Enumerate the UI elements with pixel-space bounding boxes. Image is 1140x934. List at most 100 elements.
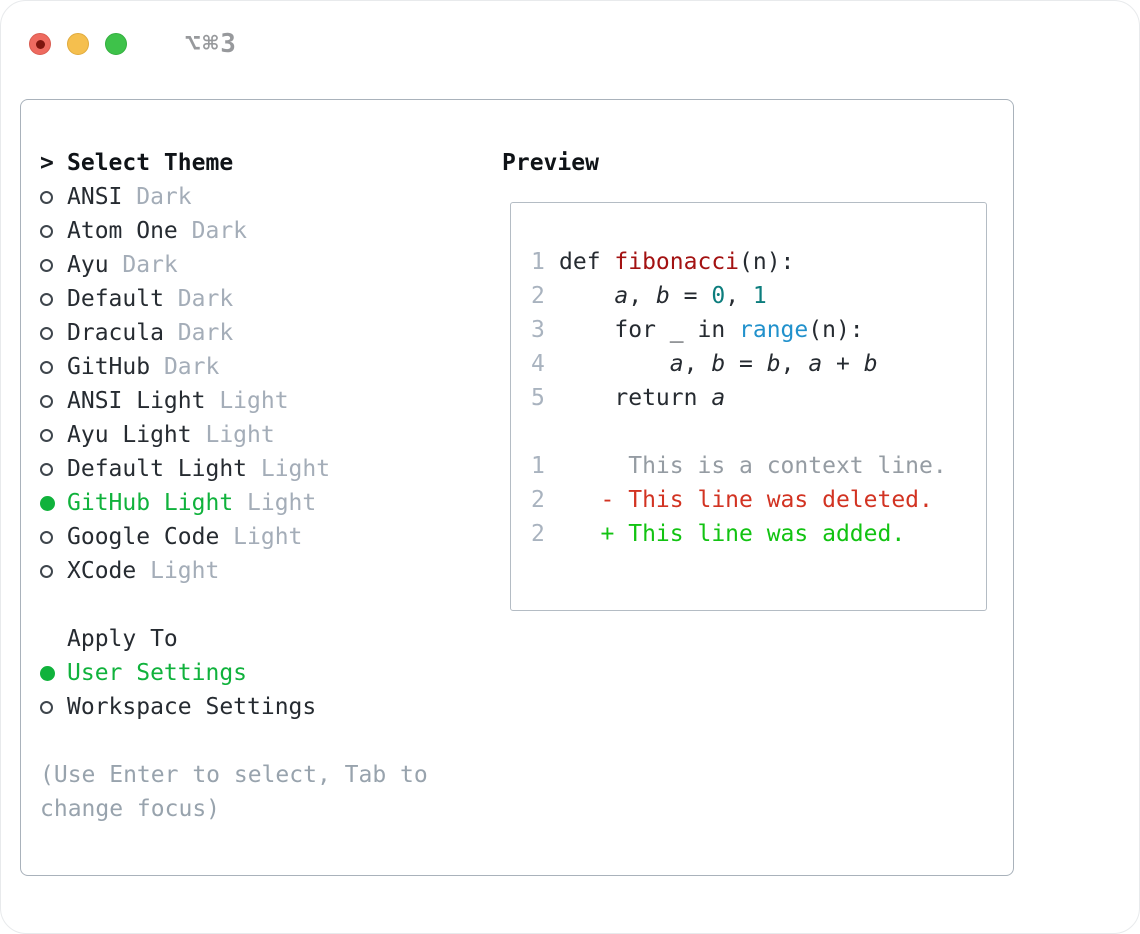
code-text: a, b = b, a + b: [669, 351, 878, 377]
radio-selected-icon: [40, 495, 67, 511]
titlebar: ⌥⌘3: [1, 1, 1139, 61]
select-theme-header: > Select Theme: [40, 146, 485, 180]
theme-option-label: XCode: [67, 558, 137, 584]
theme-option-label: Atom One: [67, 218, 178, 244]
code-text: a, b = 0, 1: [614, 283, 767, 309]
apply-to-header: Apply To: [40, 622, 485, 656]
hollow-circle-icon: [40, 292, 53, 306]
apply-option-label: Workspace Settings: [67, 694, 317, 720]
theme-option-label: ANSI Light: [67, 388, 206, 414]
theme-option-google-code-light[interactable]: Google Code Light: [40, 520, 485, 554]
code-text: for _ in range(n):: [559, 317, 864, 343]
theme-option-label: Ayu Light: [67, 422, 192, 448]
theme-variant-label: Dark: [136, 184, 192, 210]
theme-variant-label: Dark: [122, 252, 178, 278]
diff-text: - This line was deleted.: [559, 487, 933, 513]
theme-variant-label: Dark: [163, 354, 220, 380]
prompt-icon: >: [40, 150, 54, 176]
theme-option-label: Default: [67, 286, 164, 312]
line-number: 2: [531, 487, 545, 513]
theme-option-atom-one-dark[interactable]: Atom One Dark: [40, 214, 485, 248]
diff-text: This is a context line.: [559, 453, 947, 479]
preview-title: Preview: [502, 150, 599, 176]
code-line: 5 return a: [531, 381, 986, 415]
hollow-circle-icon: [40, 360, 53, 374]
radio-icon: [40, 258, 67, 272]
theme-option-label: Google Code: [67, 524, 220, 550]
theme-variant-label: Light: [260, 456, 331, 482]
theme-option-ansi-dark[interactable]: ANSI Dark: [40, 180, 485, 214]
code-line: 4 a, b = b, a + b: [531, 347, 986, 381]
theme-variant-label: Light: [205, 422, 275, 448]
apply-option-workspace-settings[interactable]: Workspace Settings: [40, 690, 485, 724]
radio-icon: [40, 190, 67, 204]
line-number: 1: [531, 453, 545, 479]
line-number: 5: [531, 385, 545, 411]
hollow-circle-icon: [40, 700, 53, 714]
theme-option-ansi-light-light[interactable]: ANSI Light Light: [40, 384, 485, 418]
code-line: 2 a, b = 0, 1: [531, 279, 986, 313]
radio-icon: [40, 394, 67, 408]
keyboard-hint: (Use Enter to select, Tab to change focu…: [40, 762, 428, 822]
radio-selected-icon: [40, 665, 67, 681]
line-number: 4: [531, 351, 545, 377]
radio-icon: [40, 292, 67, 306]
minimize-button[interactable]: [67, 33, 89, 55]
theme-variant-label: Dark: [177, 320, 234, 346]
theme-option-label: Default Light: [67, 456, 248, 482]
diff-text: + This line was added.: [559, 521, 906, 547]
theme-option-default-dark[interactable]: Default Dark: [40, 282, 485, 316]
filled-circle-icon: [40, 495, 55, 511]
line-number: 1: [531, 249, 545, 275]
diff-line-context: 1 This is a context line.: [531, 449, 986, 483]
radio-icon: [40, 428, 67, 442]
theme-option-label: ANSI: [67, 184, 123, 210]
hollow-circle-icon: [40, 564, 53, 578]
theme-option-ayu-light-light[interactable]: Ayu Light Light: [40, 418, 485, 452]
theme-option-ayu-dark[interactable]: Ayu Dark: [40, 248, 485, 282]
close-button-dot: [35, 39, 45, 49]
radio-icon: [40, 224, 67, 238]
zoom-button[interactable]: [105, 33, 127, 55]
theme-variant-label: Light: [233, 524, 303, 550]
theme-option-label: Ayu: [67, 252, 109, 278]
theme-variant-label: Dark: [191, 218, 248, 244]
theme-variant-label: Light: [219, 388, 289, 414]
line-number: 2: [531, 521, 545, 547]
apply-to-title: Apply To: [67, 626, 178, 652]
apply-option-label: User Settings: [67, 660, 248, 686]
hollow-circle-icon: [40, 530, 53, 544]
window-title: ⌥⌘3: [185, 29, 238, 59]
apply-option-user-settings[interactable]: User Settings: [40, 656, 485, 690]
hollow-circle-icon: [40, 190, 53, 204]
diff-line-added: 2 + This line was added.: [531, 517, 986, 551]
code-line: 1 def fibonacci(n):: [531, 245, 986, 279]
radio-icon: [40, 564, 67, 578]
code-line: 3 for _ in range(n):: [531, 313, 986, 347]
select-theme-title: Select Theme: [67, 150, 234, 176]
theme-option-xcode-light[interactable]: XCode Light: [40, 554, 485, 588]
blank-line: [531, 415, 986, 449]
theme-option-default-light-light[interactable]: Default Light Light: [40, 452, 485, 486]
hollow-circle-icon: [40, 258, 53, 272]
close-button[interactable]: [29, 33, 51, 55]
filled-circle-icon: [40, 665, 55, 681]
hollow-circle-icon: [40, 394, 53, 408]
diff-line-deleted: 2 - This line was deleted.: [531, 483, 986, 517]
code-text: return a: [559, 385, 726, 411]
code-text: def fibonacci(n):: [559, 249, 795, 275]
theme-variant-label: Light: [247, 490, 317, 516]
hollow-circle-icon: [40, 462, 53, 476]
theme-option-dracula-dark[interactable]: Dracula Dark: [40, 316, 485, 350]
theme-option-label: Dracula: [67, 320, 164, 346]
theme-variant-label: Light: [150, 558, 220, 584]
theme-variant-label: Dark: [177, 286, 234, 312]
